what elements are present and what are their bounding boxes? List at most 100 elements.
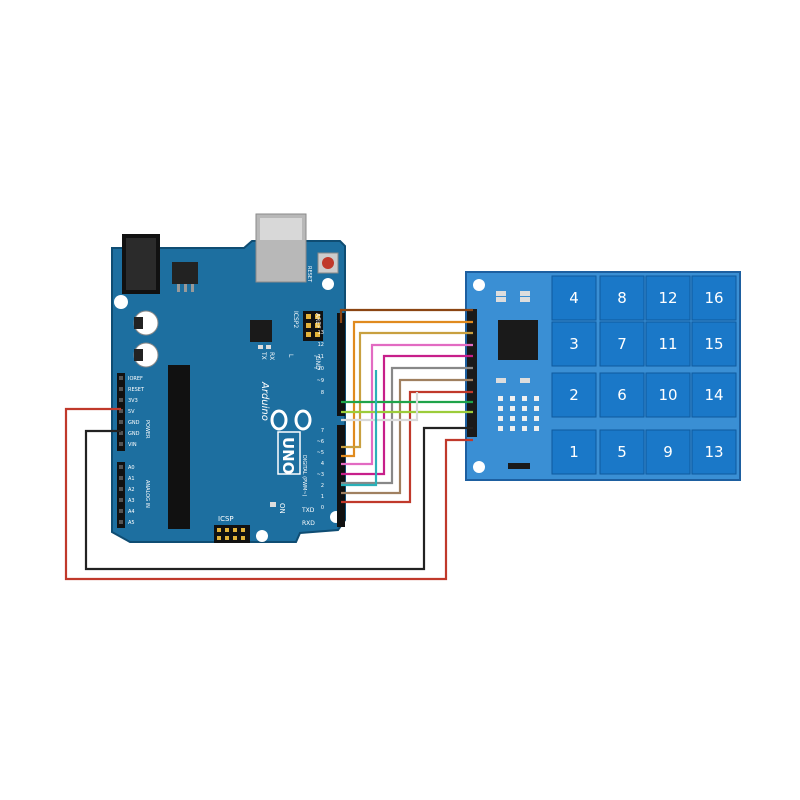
- digital-pin-label: ~5: [317, 450, 324, 456]
- txd-label: TXD: [301, 507, 315, 514]
- power-pin-label: IOREF: [128, 376, 143, 382]
- rx-label: RX: [268, 352, 275, 360]
- key-pad[interactable]: [551, 275, 597, 321]
- analog-in-label: ANALOG IN: [144, 480, 150, 508]
- jumper-pad: [534, 396, 539, 401]
- key-label: 2: [569, 386, 579, 404]
- usb-port-top: [260, 218, 302, 240]
- key-pad[interactable]: [645, 275, 691, 321]
- jumper-pad: [510, 426, 515, 431]
- analog-pin-label: A0: [128, 465, 135, 471]
- wire-signal: [341, 366, 473, 485]
- arduino-brand-text: Arduino: [259, 381, 270, 421]
- key-pad[interactable]: [645, 321, 691, 367]
- key-label: 3: [569, 335, 579, 353]
- jumper-pad: [498, 396, 503, 401]
- analog-pin-label: A3: [128, 498, 135, 504]
- mount-hole: [256, 530, 268, 542]
- key-label: 9: [663, 443, 673, 461]
- on-led: [270, 502, 276, 507]
- on-label: ON: [278, 503, 286, 514]
- rxd-label: RXD: [302, 520, 315, 527]
- jumper-pad: [510, 396, 515, 401]
- digital-label: DIGITAL (PWM~): [301, 455, 307, 497]
- jumper-pad: [534, 406, 539, 411]
- key-label: 14: [704, 386, 723, 404]
- wire-signal: [341, 390, 473, 504]
- power-pin-label: 3V3: [128, 398, 138, 404]
- key-pad[interactable]: [645, 429, 691, 475]
- analog-pin-label: A2: [128, 487, 135, 493]
- jumper-pad: [498, 426, 503, 431]
- digital-pin-label: 7: [321, 428, 324, 434]
- key-pad[interactable]: [551, 321, 597, 367]
- arduino-uno-board: RESET ICSP2 ICSP TX RX L: [111, 213, 346, 543]
- mount-hole: [473, 279, 485, 291]
- key-pad[interactable]: [599, 275, 645, 321]
- power-label: POWER: [144, 420, 150, 439]
- jumper-pad: [498, 416, 503, 421]
- key-pad[interactable]: [691, 321, 737, 367]
- power-pin-label: GND: [128, 431, 140, 437]
- key-pad[interactable]: [691, 372, 737, 418]
- wire-signal: [339, 308, 473, 323]
- key-pad[interactable]: [645, 372, 691, 418]
- icsp-label: ICSP: [218, 515, 234, 523]
- arduino-logo: [270, 409, 312, 431]
- wire-signal: [341, 354, 473, 476]
- digital-pin-label: 1: [321, 494, 324, 500]
- icsp2-label: ICSP2: [292, 311, 299, 328]
- digital-pin-label: ~9: [317, 378, 324, 384]
- digital-header-top: [337, 313, 345, 416]
- wire-signal: [341, 320, 473, 458]
- l-led-label: L: [287, 354, 294, 358]
- power-pin-label: 5V: [128, 409, 135, 415]
- power-pin-label: RESET: [128, 387, 145, 393]
- jumper-pad: [522, 416, 527, 421]
- reset-button-cap[interactable]: [322, 257, 334, 269]
- jumper-pad: [510, 406, 515, 411]
- mount-hole: [473, 461, 485, 473]
- key-pad[interactable]: [599, 321, 645, 367]
- wire-signal: [341, 331, 473, 449]
- key-pad[interactable]: [599, 372, 645, 418]
- wire-signal: [341, 370, 378, 487]
- ttp229-ic: [498, 320, 538, 360]
- jumper-pad: [534, 426, 539, 431]
- key-label: 13: [704, 443, 723, 461]
- digital-pin-label: ~10: [313, 366, 324, 372]
- wires: [64, 308, 473, 581]
- atmega-chip: [168, 365, 190, 529]
- jumper-pad: [522, 406, 527, 411]
- key-pad[interactable]: [691, 429, 737, 475]
- wire-signal: [341, 392, 419, 422]
- wire-gnd: [84, 426, 473, 571]
- key-pad[interactable]: [599, 429, 645, 475]
- key-label: 11: [658, 335, 677, 353]
- digital-pin-label: 12: [318, 342, 324, 348]
- wire-signal: [341, 343, 473, 466]
- usb-chip: [250, 320, 272, 342]
- key-pad[interactable]: [551, 372, 597, 418]
- key-label: 15: [704, 335, 723, 353]
- icsp-header: [214, 525, 250, 543]
- key-pad[interactable]: [551, 429, 597, 475]
- key-label: 5: [617, 443, 627, 461]
- wire-signal: [341, 378, 473, 495]
- jumper-pad: [510, 416, 515, 421]
- jumper-pad: [498, 406, 503, 411]
- jumper-pad: [522, 426, 527, 431]
- key-label: 6: [617, 386, 627, 404]
- analog-header: [117, 462, 125, 528]
- aref-label: AREF: [314, 313, 321, 329]
- digital-pin-label: ~11: [313, 354, 324, 360]
- digital-pin-label: ~6: [317, 439, 324, 445]
- digital-header-bottom: [337, 425, 345, 527]
- uno-box: [277, 431, 301, 475]
- key-pad[interactable]: [691, 275, 737, 321]
- digital-pin-label: ~3: [317, 472, 324, 478]
- gnd-label: GND: [314, 356, 321, 370]
- dc-jack-inner: [126, 238, 156, 290]
- analog-pin-label: A1: [128, 476, 135, 482]
